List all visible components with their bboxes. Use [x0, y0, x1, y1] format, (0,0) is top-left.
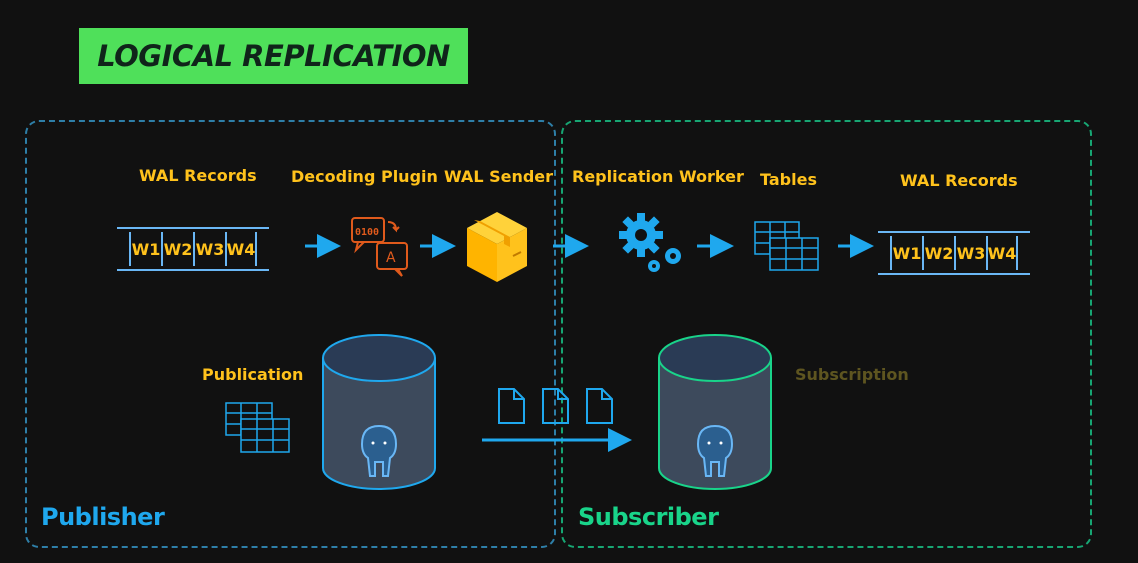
- step-label-wal-records-subscriber: WAL Records: [900, 171, 1018, 190]
- svg-text:A: A: [386, 250, 396, 266]
- svg-text:0100: 0100: [355, 227, 379, 238]
- postgresql-elephant-icon: [696, 424, 734, 477]
- title-banner: LOGICAL REPLICATION: [79, 28, 468, 84]
- document-icon: [542, 388, 569, 424]
- publisher-label: Publisher: [41, 503, 165, 531]
- step-label-wal-records: WAL Records: [139, 166, 257, 185]
- subscriber-label: Subscriber: [578, 503, 719, 531]
- publication-label: Publication: [202, 365, 304, 384]
- wal-cell: W4: [986, 236, 1018, 270]
- wal-cell: W4: [225, 232, 257, 266]
- subscriber-database: [658, 334, 772, 490]
- wal-cell: W3: [954, 236, 986, 270]
- subscriber-zone: [561, 120, 1092, 548]
- wal-cell: W2: [922, 236, 954, 270]
- wal-cell: W2: [161, 232, 193, 266]
- wal-cell: W3: [193, 232, 225, 266]
- publication-table-icon: [225, 402, 290, 453]
- table-grid-icon: [754, 221, 819, 271]
- postgresql-elephant-icon: [360, 424, 398, 477]
- step-label-decoding-plugin: Decoding Plugin: [291, 167, 438, 186]
- step-label-wal-sender: WAL Sender: [444, 167, 554, 186]
- publisher-database: [322, 334, 436, 490]
- wal-records-subscriber: W1 W2 W3 W4: [878, 231, 1030, 275]
- wal-cell: W1: [890, 236, 922, 270]
- step-label-replication-worker: Replication Worker: [572, 167, 744, 186]
- diagram-title: LOGICAL REPLICATION: [97, 39, 450, 73]
- document-icon: [586, 388, 613, 424]
- wal-cell: W1: [129, 232, 161, 266]
- gears-icon: [619, 213, 681, 272]
- wal-records-publisher: W1 W2 W3 W4: [117, 227, 269, 271]
- package-icon: [467, 212, 527, 282]
- publisher-zone: [25, 120, 556, 548]
- step-label-tables: Tables: [760, 170, 817, 189]
- document-icon: [498, 388, 525, 424]
- subscription-label: Subscription: [795, 365, 909, 384]
- translate-icon: 0100 A: [351, 217, 408, 277]
